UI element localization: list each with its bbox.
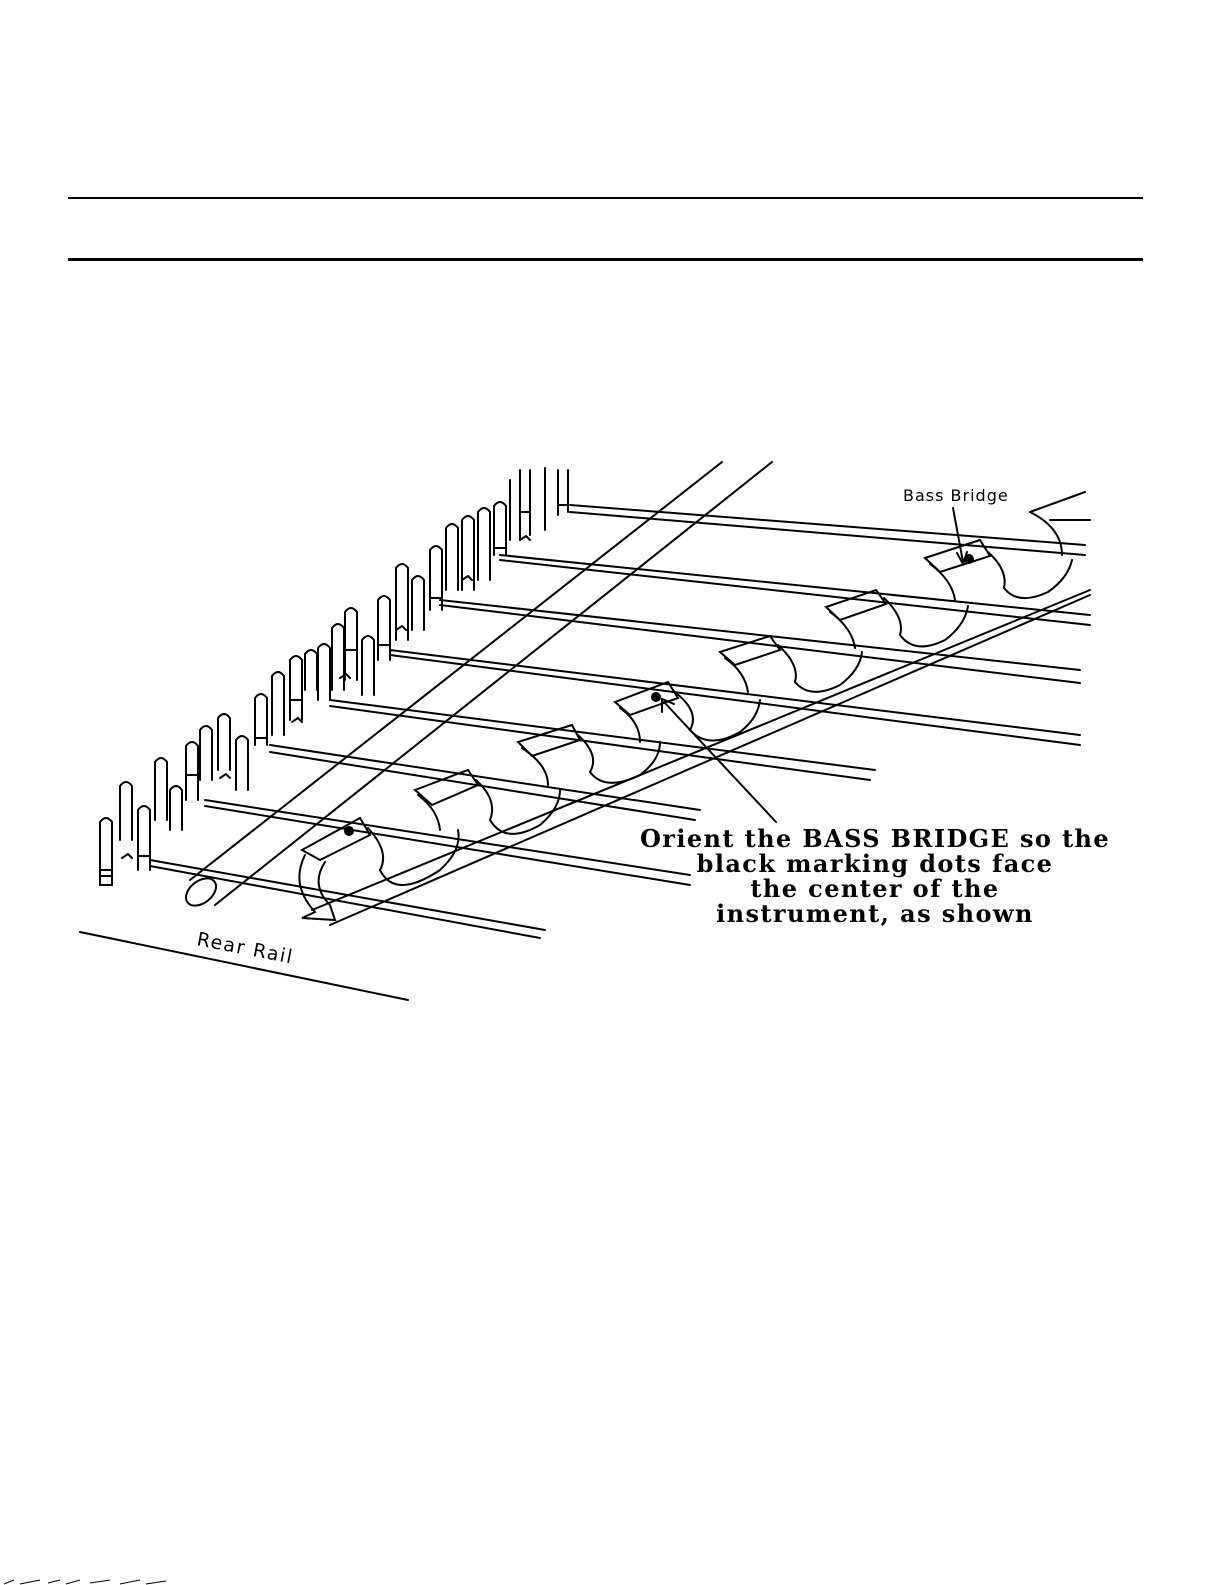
rear-rail-label: Rear Rail (195, 928, 295, 968)
tuning-pins (100, 468, 568, 885)
caption-line-1: Orient the BASS BRIDGE so the (640, 826, 1110, 851)
caption-line-3: the center of the (640, 876, 1110, 901)
footer-mark (0, 1578, 180, 1585)
callout-arrows (662, 508, 967, 822)
caption-line-2: black marking dots face (640, 851, 1110, 876)
caption-line-4: instrument, as shown (640, 901, 1110, 926)
orientation-caption: Orient the BASS BRIDGE so the black mark… (640, 826, 1110, 926)
bass-bridge-label: Bass Bridge (903, 486, 1009, 505)
